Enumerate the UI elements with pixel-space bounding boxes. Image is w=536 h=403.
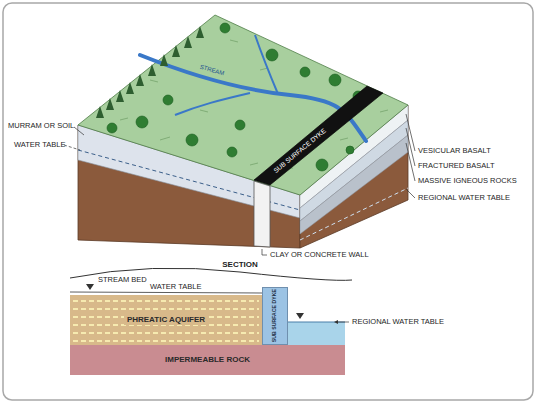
wall — [254, 181, 270, 247]
leader-line — [406, 189, 415, 198]
water-table-label: WATER TABLE — [14, 141, 65, 149]
ground-surface — [78, 15, 408, 195]
pattern-row — [73, 332, 259, 334]
arrowhead — [334, 320, 338, 324]
leader-line — [406, 128, 415, 166]
leader-line — [406, 143, 415, 181]
pattern-row — [73, 340, 259, 342]
leader-line — [262, 249, 267, 255]
leader-line — [64, 145, 80, 150]
frame — [3, 3, 533, 400]
layer-label: FRACTURED BASALT — [418, 162, 495, 170]
tributary — [175, 93, 250, 115]
water-table-label: REGIONAL WATER TABLE — [352, 318, 444, 326]
water-table-line — [70, 292, 262, 293]
dyke-band — [254, 86, 383, 185]
node-text: SUB SURFACE DYKE — [272, 289, 277, 342]
layer-label: MURRAM OR SOIL — [8, 122, 74, 130]
water-level-mark — [86, 284, 94, 290]
pattern-row — [73, 308, 259, 310]
trees — [107, 23, 363, 171]
water-level-mark — [296, 313, 304, 319]
node-text: PHREATIC AQUIFER — [124, 315, 208, 325]
layer-label: VESICULAR BASALT — [418, 147, 491, 155]
tributary — [255, 35, 278, 94]
regional-water — [288, 322, 345, 345]
layer-label: MASSIVE IGNEOUS ROCKS — [418, 177, 517, 185]
pattern-row — [73, 300, 259, 302]
regional-water-table-line — [300, 188, 408, 240]
water-table-label: REGIONAL WATER TABLE — [418, 194, 510, 202]
section-heading: SECTION — [222, 261, 258, 269]
leader-line — [74, 127, 84, 135]
aquifer-band: PHREATIC AQUIFER — [70, 295, 262, 345]
node-text: IMPERMEABLE ROCK — [162, 355, 253, 365]
stream-bed-label: STREAM BED — [98, 276, 147, 284]
water-table-label: WATER TABLE — [150, 283, 201, 291]
pine-trees — [96, 26, 204, 118]
wall-label: CLAY OR CONCRETE WALL — [270, 251, 369, 259]
dyke-section: SUB SURFACE DYKE — [262, 287, 288, 345]
leader-line — [338, 322, 349, 323]
impermeable-band: IMPERMEABLE ROCK — [70, 345, 345, 375]
